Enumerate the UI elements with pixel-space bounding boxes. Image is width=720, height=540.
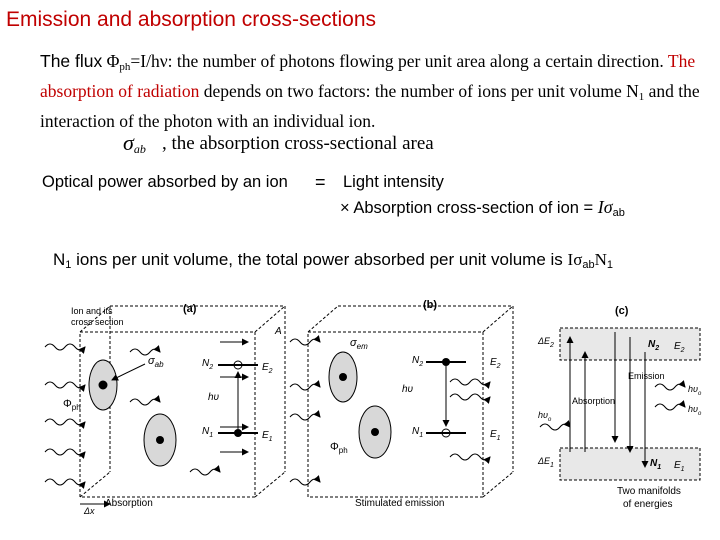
flux-symbol: Φ — [106, 51, 120, 71]
times-symbol: × — [340, 199, 350, 217]
svg-text:N2: N2 — [648, 339, 659, 352]
equation-rhs-intensity: Light intensity — [343, 173, 444, 191]
equation-equals: = — [315, 172, 326, 192]
svg-text:N2: N2 — [412, 355, 423, 368]
cross-section-figure: (a) Ion and its cross section A σab Φph — [44, 299, 702, 516]
panel-b: (b) σem Φph N2 N1 E2 E1 hυ Stimulated em… — [289, 299, 514, 509]
svg-text:σem: σem — [350, 337, 368, 351]
flux-subscript: ph — [119, 61, 131, 73]
svg-text:hυo: hυo — [688, 384, 702, 397]
equation-result: Iσ — [597, 197, 613, 217]
panel-c-label: (c) — [615, 305, 629, 317]
svg-text:ΔE1: ΔE1 — [537, 456, 554, 469]
svg-text:hυo: hυo — [688, 404, 702, 417]
n1-subscript: 1 — [638, 91, 645, 103]
svg-text:hυ: hυ — [208, 392, 220, 403]
equals-2: = — [583, 199, 594, 217]
equation-rhs-cross-section: × Absorption cross-section of ion = Iσab — [340, 197, 625, 219]
svg-text:Φph: Φph — [330, 441, 348, 455]
absorption-phrase: The absorption of radiation — [40, 51, 696, 101]
svg-text:E1: E1 — [262, 430, 273, 443]
svg-text:E2: E2 — [262, 362, 273, 375]
svg-text:E1: E1 — [490, 429, 501, 442]
svg-text:N2: N2 — [202, 358, 213, 371]
manifolds-caption-1: Two manifolds — [617, 486, 681, 497]
manifolds-caption-2: of energies — [623, 499, 672, 510]
panel-a-label: (a) — [183, 303, 197, 315]
panel-c: (c) ΔE2 ΔE1 N2 E2 N1 E1 Emission Absorpt… — [537, 305, 702, 510]
sigma-description: , the absorption cross-sectional area — [162, 133, 434, 154]
svg-text:Δx: Δx — [83, 506, 95, 516]
svg-text:E2: E2 — [674, 341, 685, 354]
svg-text:E2: E2 — [490, 357, 501, 370]
svg-text:E1: E1 — [674, 460, 685, 473]
emission-label: Emission — [628, 371, 665, 381]
area-label: A — [274, 326, 282, 337]
total-power-line: N1 ions per unit volume, the total power… — [53, 250, 614, 271]
svg-text:Φph: Φph — [63, 398, 81, 412]
cross-section-text: Absorption cross-section of ion — [353, 199, 579, 217]
ion-caption-2: cross section — [71, 317, 124, 327]
flux-definition: =I/hν: the number of photons flowing per… — [130, 51, 664, 71]
svg-text:N1: N1 — [202, 426, 213, 439]
panel-b-label: (b) — [423, 299, 437, 311]
paragraph-rest-2: and the interaction of the photon with a… — [40, 81, 700, 131]
svg-text:hυo: hυo — [538, 410, 552, 423]
svg-text:N1: N1 — [650, 458, 661, 471]
absorption-label-c: Absorption — [572, 396, 615, 406]
svg-text:N1: N1 — [412, 426, 423, 439]
stim-emission-caption: Stimulated emission — [355, 498, 444, 509]
sigma-symbol: σab — [123, 130, 146, 156]
svg-text:hυ: hυ — [402, 384, 414, 395]
ion-caption-1: Ion and its — [71, 306, 113, 316]
flux-label: The flux — [40, 51, 103, 71]
slide-title: Emission and absorption cross-sections — [6, 8, 377, 31]
absorption-caption: Absorption — [105, 498, 153, 509]
svg-text:σab: σab — [148, 355, 164, 369]
equation-result-sub: ab — [612, 207, 625, 219]
panel-a: (a) Ion and its cross section A σab Φph — [44, 303, 286, 516]
svg-text:ΔE2: ΔE2 — [537, 336, 554, 349]
paragraph-rest: depends on two factors: the number of io… — [203, 81, 639, 101]
equation-lhs: Optical power absorbed by an ion — [42, 173, 288, 191]
flux-paragraph: The flux Φph=I/hν: the number of photons… — [40, 49, 710, 133]
